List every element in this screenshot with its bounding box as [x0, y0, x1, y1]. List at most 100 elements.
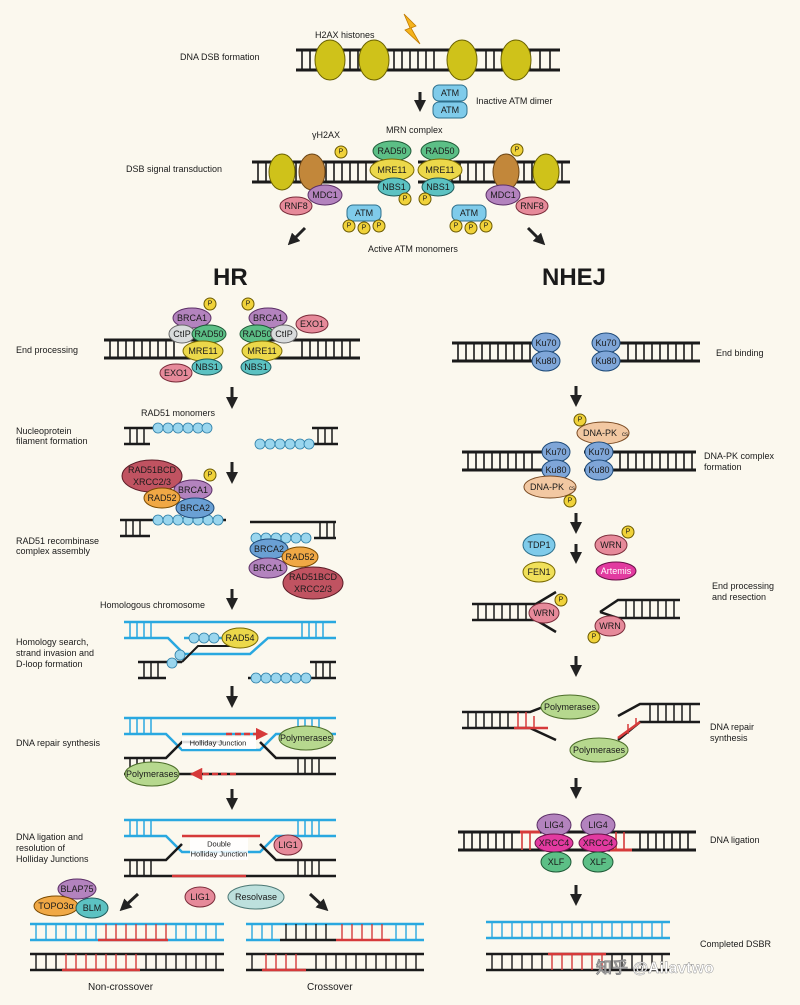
phospho-badge: P	[241, 297, 255, 311]
label-gamma-h2ax: γH2AX	[312, 130, 340, 140]
holliday-junction-box	[182, 737, 256, 749]
nbs1-label: NBS1	[382, 182, 406, 192]
ctip-left: CtIP	[168, 324, 196, 344]
rad54	[221, 627, 259, 649]
svg-text:RAD50: RAD50	[242, 329, 271, 339]
svg-text:TOPO3α: TOPO3α	[38, 901, 74, 911]
svg-text:Ku70: Ku70	[545, 447, 566, 457]
ku70-pk-left: Ku70	[541, 441, 571, 463]
rad52-right: RAD52	[281, 546, 319, 568]
dna-nhej-resection	[472, 590, 680, 634]
arrow	[308, 892, 329, 912]
rnf8-left: RNF8	[279, 196, 313, 216]
svg-text:P: P	[246, 301, 251, 308]
rad50-left: RAD50	[191, 324, 227, 344]
gamma-h2ax-histone	[298, 153, 326, 191]
lig1-b: LIG1	[184, 886, 216, 908]
phospho-badge: P	[203, 297, 217, 311]
arrow	[526, 226, 546, 246]
phospho-badge: P	[203, 468, 217, 482]
h2ax-histone	[532, 153, 560, 191]
svg-text:RAD51BCD: RAD51BCD	[289, 572, 338, 582]
label-signal-transduction: DSB signal transduction	[126, 164, 222, 174]
svg-text:BRCA1: BRCA1	[177, 313, 207, 323]
brca1-assembly-right: BRCA1	[248, 557, 288, 579]
polymerases-nhej-2: Polymerases	[569, 737, 629, 763]
svg-text:ATM: ATM	[355, 208, 373, 218]
svg-text:P: P	[626, 529, 631, 536]
label-search-1: Homology search,	[16, 637, 89, 647]
svg-text:P: P	[592, 634, 597, 641]
mre11-label: MRE11	[425, 165, 454, 175]
svg-text:BLM: BLM	[83, 903, 102, 913]
svg-text:MDC1: MDC1	[490, 190, 516, 200]
exo1-left: EXO1	[159, 363, 193, 383]
dna-signal	[252, 153, 570, 191]
xlf-left: XLF	[540, 851, 572, 873]
label-dnapk-1: DNA-PK complex	[704, 451, 775, 461]
dnapk-cs-top: DNA-PK cs	[576, 421, 630, 445]
mdc1-right: MDC1	[485, 184, 521, 206]
atm-label: ATM	[441, 88, 459, 98]
holliday-junction-label: Holliday Junction	[190, 739, 247, 748]
svg-text:P: P	[339, 149, 344, 156]
svg-text:Ku70: Ku70	[595, 338, 616, 348]
nhej-title: NHEJ	[542, 264, 606, 291]
xlf-right: XLF	[582, 851, 614, 873]
svg-text:RAD52: RAD52	[147, 493, 176, 503]
svg-text:Ku80: Ku80	[588, 465, 609, 475]
svg-text:Ku80: Ku80	[535, 356, 556, 366]
svg-text:BRCA2: BRCA2	[254, 544, 284, 554]
label-inactive-atm: Inactive ATM dimer	[476, 96, 552, 106]
h2ax-histone	[268, 153, 296, 191]
phospho-badge: P	[554, 593, 568, 607]
svg-text:DNA-PK: DNA-PK	[583, 428, 617, 438]
dna-hr-ligation: Double Holliday Junction	[124, 818, 336, 878]
svg-text:RAD50: RAD50	[194, 329, 223, 339]
svg-text:P: P	[403, 196, 408, 203]
label-crossover: Crossover	[307, 982, 353, 993]
svg-text:cs: cs	[569, 486, 575, 492]
svg-text:XLF: XLF	[590, 857, 607, 867]
svg-text:LIG4: LIG4	[544, 820, 564, 830]
label-non-crossover: Non-crossover	[88, 982, 154, 993]
mdc1-left: MDC1	[307, 184, 343, 206]
dna-hr-assembly-left	[120, 514, 226, 538]
label-homologous-chromosome: Homologous chromosome	[100, 600, 205, 610]
lig1-a: LIG1	[273, 834, 303, 856]
svg-text:XRCC2/3: XRCC2/3	[133, 477, 171, 487]
label-search-3: D-loop formation	[16, 659, 83, 669]
label-nhej-ligation: DNA ligation	[710, 835, 760, 845]
svg-text:RNF8: RNF8	[284, 201, 308, 211]
label-nhej-processing-1: End processing	[712, 581, 774, 591]
label-ligation-1: DNA ligation and	[16, 832, 83, 842]
lig4-left: LIG4	[536, 813, 572, 837]
phospho-badge: P	[418, 192, 432, 206]
svg-text:P: P	[208, 301, 213, 308]
svg-text:BRCA2: BRCA2	[180, 503, 210, 513]
svg-text:CtIP: CtIP	[275, 329, 293, 339]
svg-text:Polymerases: Polymerases	[280, 733, 333, 743]
label-ligation-3: Holliday Junctions	[16, 854, 89, 864]
topo3a: TOPO3α	[33, 895, 79, 917]
label-nhej-synthesis-1: DNA repair	[710, 722, 754, 732]
phospho-badge: P	[479, 219, 493, 233]
rad51bcd-xrcc-right: RAD51BCD XRCC2/3	[282, 566, 344, 600]
svg-text:WRN: WRN	[600, 540, 622, 550]
fen1: FEN1	[522, 561, 556, 583]
svg-text:LIG1: LIG1	[278, 840, 298, 850]
dna-crossover	[246, 922, 424, 972]
ku70-pk-right: Ku70	[584, 441, 614, 463]
phospho-badge: P	[573, 413, 587, 427]
label-assembly-2: complex assembly	[16, 546, 91, 556]
h2ax-histone	[446, 39, 478, 81]
svg-text:P: P	[515, 147, 520, 154]
svg-text:Ku80: Ku80	[545, 465, 566, 475]
gamma-h2ax-histone	[492, 153, 520, 191]
dnapk-cs-bottom: DNA-PK cs	[523, 475, 577, 499]
svg-text:P: P	[578, 417, 583, 424]
resolvase: Resolvase	[227, 884, 285, 910]
rad50-label: RAD50	[377, 146, 406, 156]
svg-text:EXO1: EXO1	[300, 319, 324, 329]
lightning-icon	[403, 13, 421, 45]
